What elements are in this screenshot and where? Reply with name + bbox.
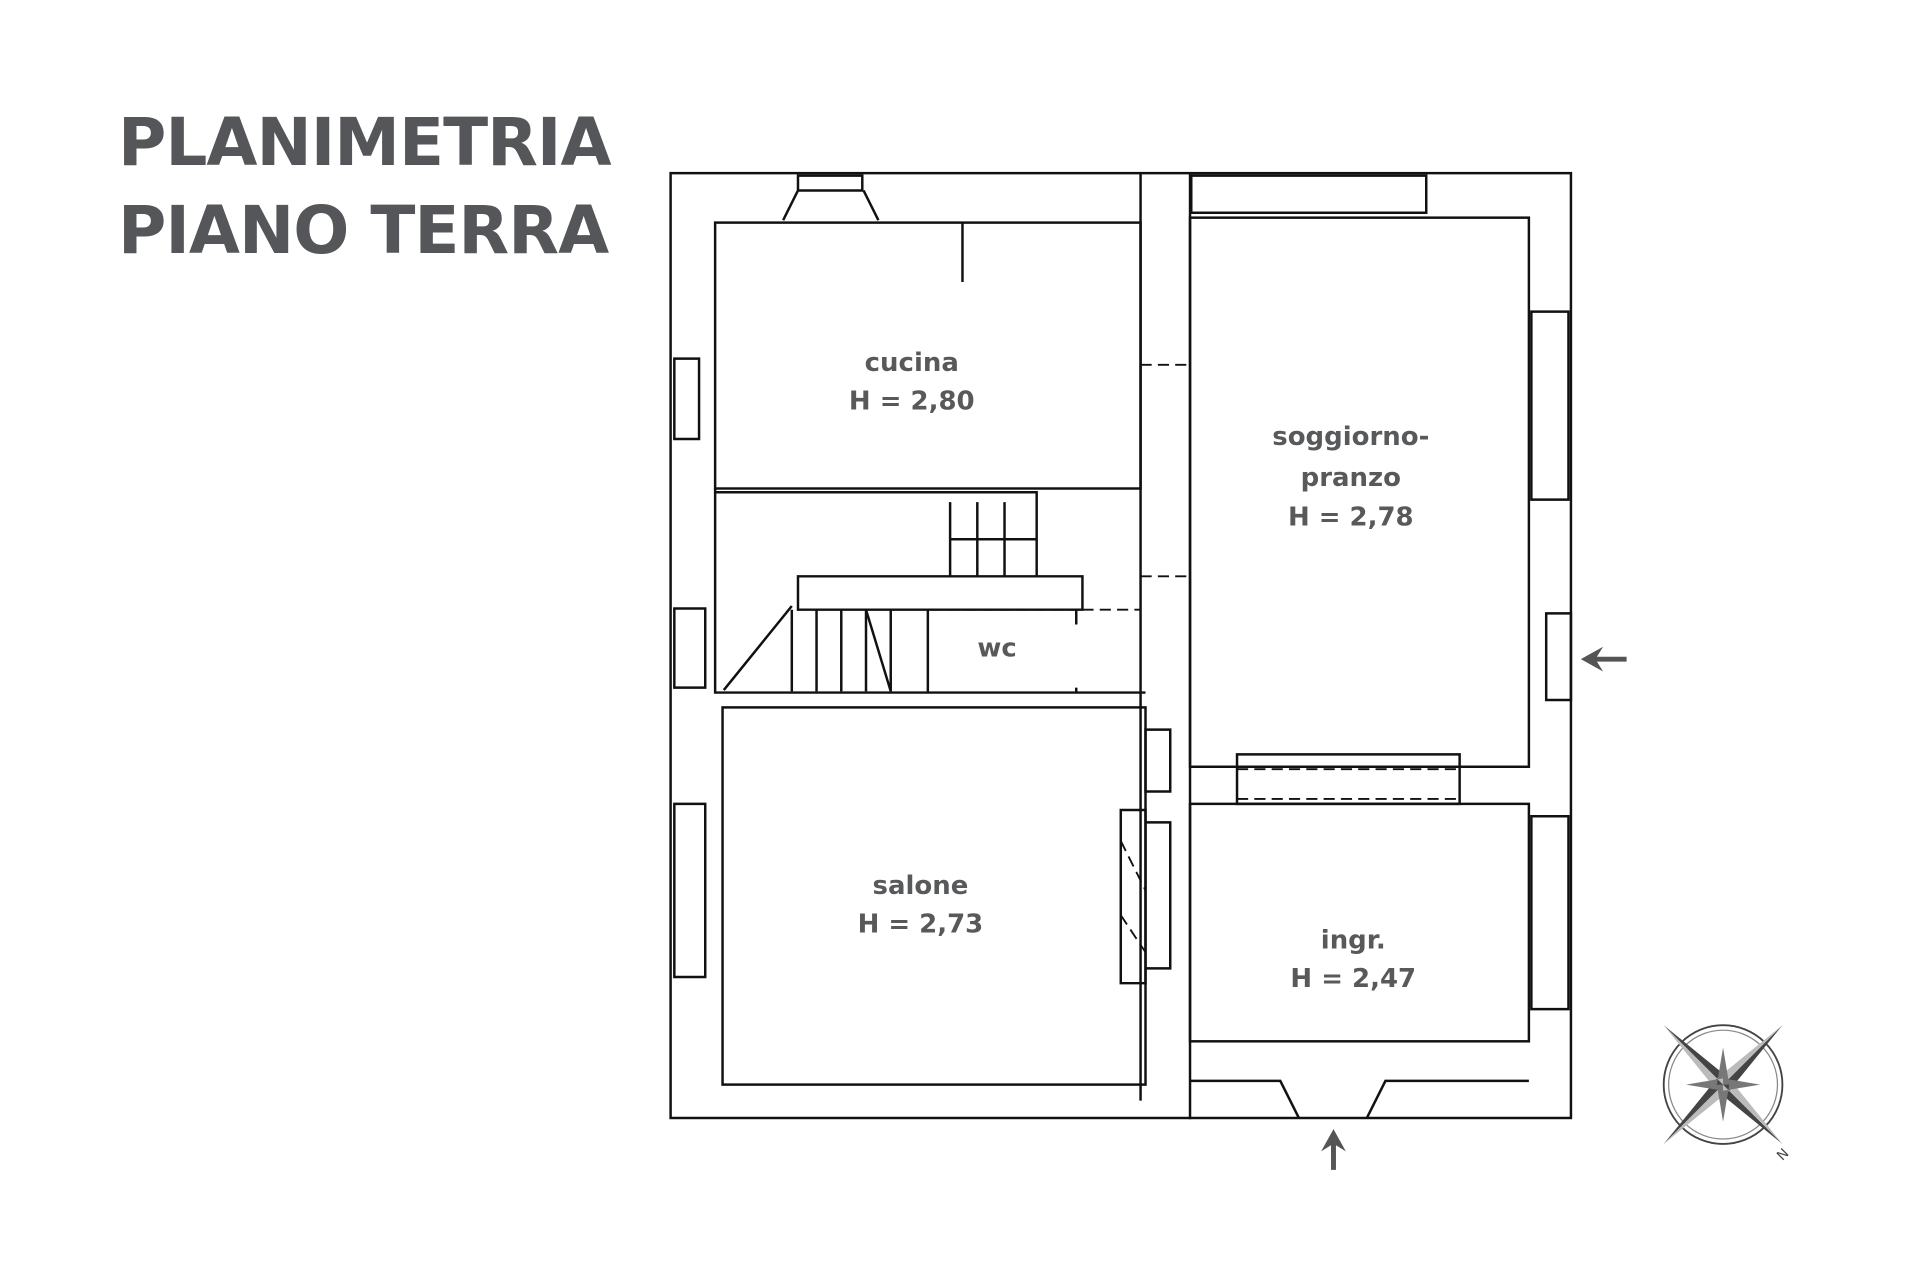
room-name-line2: pranzo (1301, 463, 1401, 493)
plan-title-line2: PIANO TERRA (118, 192, 609, 269)
walls (669, 171, 1573, 1120)
room-wc: wc (977, 634, 1016, 664)
room-soggiorno-pranzo: soggiorno- pranzo H = 2,78 (1272, 422, 1429, 532)
compass-rose-icon: N (1662, 1024, 1793, 1165)
compass-north-label: N (1774, 1146, 1793, 1165)
room-name: cucina (865, 348, 959, 378)
room-name: wc (977, 634, 1016, 664)
room-height: H = 2,78 (1288, 503, 1414, 533)
room-name: ingr. (1321, 926, 1386, 956)
room-salone: salone H = 2,73 (858, 871, 984, 939)
room-name: salone (873, 871, 969, 901)
plan-title-line1: PLANIMETRIA (118, 104, 612, 181)
room-ingresso: ingr. H = 2,47 (1290, 926, 1416, 994)
entrance-arrow-east-icon (1580, 646, 1627, 672)
entrance-arrow-south-icon (1321, 1129, 1346, 1170)
room-height: H = 2,73 (858, 909, 984, 939)
room-cucina: cucina H = 2,80 (849, 348, 975, 416)
room-height: H = 2,47 (1290, 964, 1416, 994)
room-height: H = 2,80 (849, 386, 975, 416)
room-name: soggiorno- (1272, 422, 1429, 452)
